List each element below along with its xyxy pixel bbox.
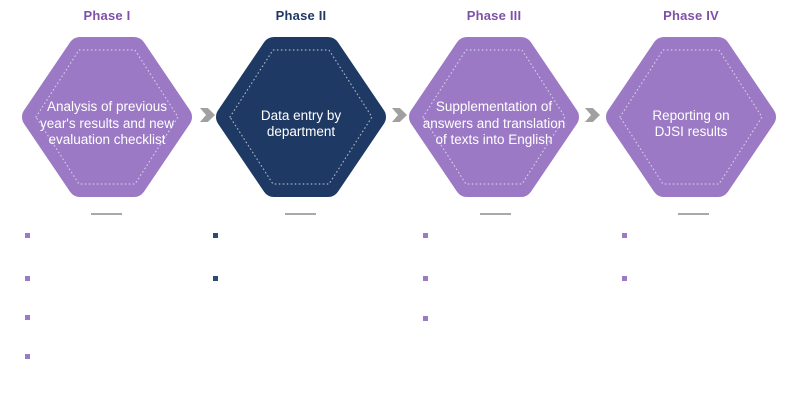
list-bullet — [25, 315, 30, 320]
phase-3-divider-dash — [480, 213, 511, 215]
phase-3-label: Phase III — [466, 8, 522, 23]
phase-4-label: Phase IV — [663, 8, 719, 23]
list-bullet — [213, 233, 218, 238]
hexagon-shape — [22, 37, 192, 197]
list-bullet — [423, 233, 428, 238]
list-bullet — [423, 276, 428, 281]
hexagon-dotted-border — [422, 49, 566, 185]
next-arrow-icon — [392, 108, 407, 122]
phase-1-divider-dash — [91, 213, 122, 215]
list-bullet — [423, 316, 428, 321]
list-bullet — [622, 276, 627, 281]
hexagon-shape — [606, 37, 776, 197]
phase-4-hexagon — [606, 37, 776, 197]
hexagon-dotted-border — [229, 49, 373, 185]
phase-2-label: Phase II — [275, 8, 327, 23]
phase-3-hexagon — [409, 37, 579, 197]
phase-2-divider-dash — [285, 213, 316, 215]
list-bullet — [622, 233, 627, 238]
phase-1-hexagon — [22, 37, 192, 197]
phase-1-label: Phase I — [83, 8, 131, 23]
hexagon-dotted-border — [35, 49, 179, 185]
hexagon-shape — [216, 37, 386, 197]
list-bullet — [25, 276, 30, 281]
next-arrow-icon — [200, 108, 215, 122]
phase-4-divider-dash — [678, 213, 709, 215]
list-bullet — [25, 233, 30, 238]
list-bullet — [213, 276, 218, 281]
hexagon-shape — [409, 37, 579, 197]
phase-2-hexagon — [216, 37, 386, 197]
next-arrow-icon — [585, 108, 600, 122]
hexagon-dotted-border — [619, 49, 763, 185]
list-bullet — [25, 354, 30, 359]
